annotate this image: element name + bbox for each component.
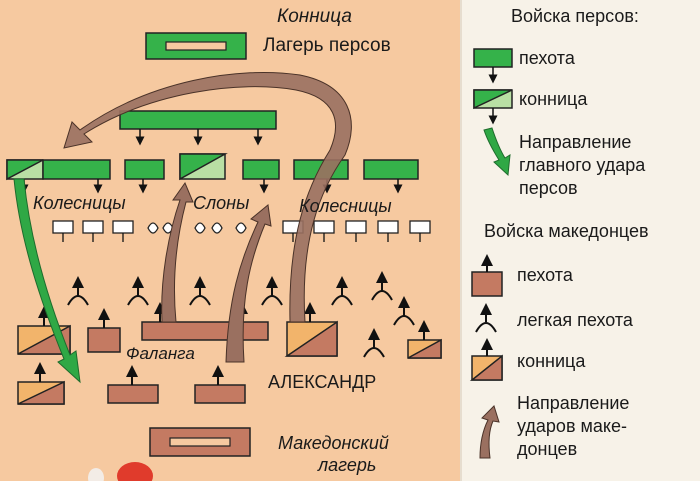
legend-persian-cavalry-label: конница — [519, 90, 587, 109]
chariots-left-label: Колесницы — [33, 194, 126, 213]
legend-persian-attack-line3: персов — [519, 179, 578, 198]
legend-mac-attack-line1: Направление — [517, 394, 629, 413]
legend-macedonian-title: Войска македонцев — [484, 222, 649, 241]
map-area — [0, 0, 461, 481]
persian-camp-label: Лагерь персов — [263, 36, 391, 57]
macedonian-camp-symbol — [150, 428, 250, 456]
persian-camp-symbol — [146, 33, 246, 59]
phalanx-label: Фаланга — [126, 345, 195, 363]
legend-mac-attack-line2: ударов маке- — [517, 417, 627, 436]
legend-mac-cavalry-label: конница — [517, 352, 585, 371]
legend-persian-attack-line2: главного удара — [519, 156, 645, 175]
legend-persian-infantry-label: пехота — [519, 49, 575, 68]
alexander-label: АЛЕКСАНДР — [268, 373, 376, 392]
chariots-right-label: Колесницы — [299, 197, 392, 216]
legend-mac-light-infantry-label: легкая пехота — [517, 311, 633, 330]
legend-mac-attack-line3: донцев — [517, 440, 577, 459]
macedonian-camp-label-line2: лагерь — [318, 456, 376, 475]
legend-persian-attack-line1: Направление — [519, 133, 631, 152]
persian-cavalry-label: Конница — [277, 7, 352, 28]
elephants-label: Слоны — [193, 194, 249, 213]
legend-mac-infantry-label: пехота — [517, 266, 573, 285]
legend-persian-title: Войска персов: — [511, 7, 639, 26]
macedonian-camp-label-line1: Македонский — [278, 434, 389, 453]
